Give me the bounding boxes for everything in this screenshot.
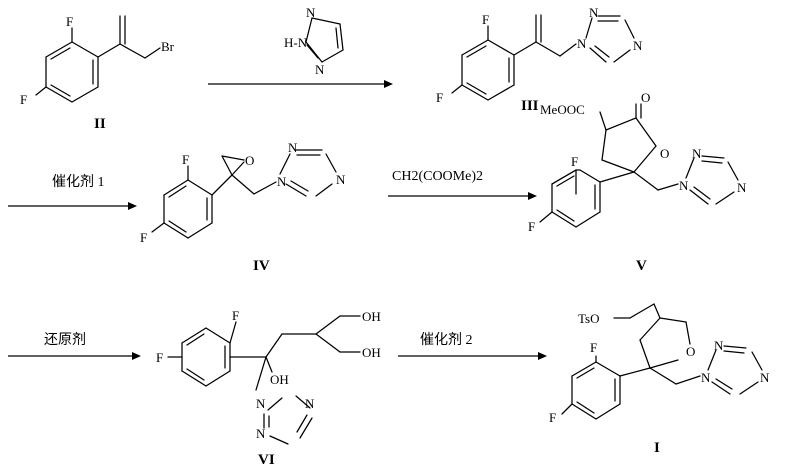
atom-TsO: TsO — [578, 311, 599, 326]
reaction-arrow-5 — [398, 352, 547, 360]
atom-O: O — [245, 153, 254, 168]
atom-F: F — [232, 308, 239, 323]
atom-F: F — [482, 12, 489, 27]
reaction-arrow-4 — [8, 352, 141, 360]
compound-IV-structure — [151, 149, 337, 239]
atom-F: F — [528, 219, 535, 234]
atom-N: N — [701, 370, 711, 385]
atom-F: F — [66, 14, 73, 29]
reagent-malonate: CH2(COOMe)2 — [392, 169, 483, 184]
atom-F: F — [571, 154, 578, 169]
reagent-catalyst-1: 催化剂 1 — [52, 174, 105, 190]
compound-label-IV: IV — [253, 258, 270, 274]
atom-OH: OH — [270, 372, 289, 387]
atom-N: N — [277, 174, 287, 189]
atom-F: F — [436, 90, 443, 105]
atom-N: N — [315, 62, 325, 77]
atom-O: O — [686, 344, 695, 359]
compound-label-VI: VI — [258, 452, 275, 468]
atom-N: N — [679, 178, 689, 193]
atom-N: N — [692, 146, 702, 161]
reagent-reducing-agent: 还原剂 — [44, 332, 86, 348]
compound-III-structure — [451, 14, 635, 101]
atom-N: N — [256, 426, 266, 441]
atom-N: N — [633, 38, 643, 53]
atom-F: F — [590, 340, 597, 355]
compound-II-structure — [35, 15, 161, 103]
triazole-reagent-structure — [305, 17, 344, 63]
atom-N: N — [336, 172, 346, 187]
compound-label-I: I — [654, 440, 660, 456]
atom-N: N — [589, 5, 599, 20]
atom-N: N — [256, 396, 266, 411]
atom-OH: OH — [362, 345, 381, 360]
atom-N: N — [288, 140, 298, 155]
atom-F: F — [549, 410, 556, 425]
atom-F: F — [182, 152, 189, 167]
compound-label-V: V — [636, 258, 647, 274]
atom-N: N — [760, 370, 770, 385]
atom-O: O — [660, 146, 669, 161]
reaction-arrow-3 — [388, 192, 537, 200]
atom-N: N — [714, 338, 724, 353]
atom-MeOOC: MeOOC — [540, 102, 585, 117]
compound-V-structure — [539, 103, 739, 228]
atom-N: N — [737, 180, 747, 195]
atom-F: F — [156, 350, 163, 365]
reaction-arrow-1 — [208, 80, 393, 88]
compound-I-structure — [561, 303, 763, 420]
compound-label-II: II — [94, 116, 106, 132]
reagent-catalyst-2: 催化剂 2 — [420, 332, 473, 348]
atom-O: O — [641, 90, 650, 105]
compound-label-III: III — [521, 98, 539, 114]
atom-F: F — [140, 230, 147, 245]
atom-N: N — [306, 5, 316, 20]
atom-N: N — [577, 36, 587, 51]
compound-VI-structure — [167, 315, 361, 445]
atom-HN: H-N — [284, 35, 308, 50]
reaction-arrow-2 — [8, 202, 137, 210]
atom-F: F — [20, 92, 27, 107]
atom-Br: Br — [161, 39, 175, 54]
atom-N: N — [305, 396, 315, 411]
atom-OH: OH — [362, 309, 381, 324]
